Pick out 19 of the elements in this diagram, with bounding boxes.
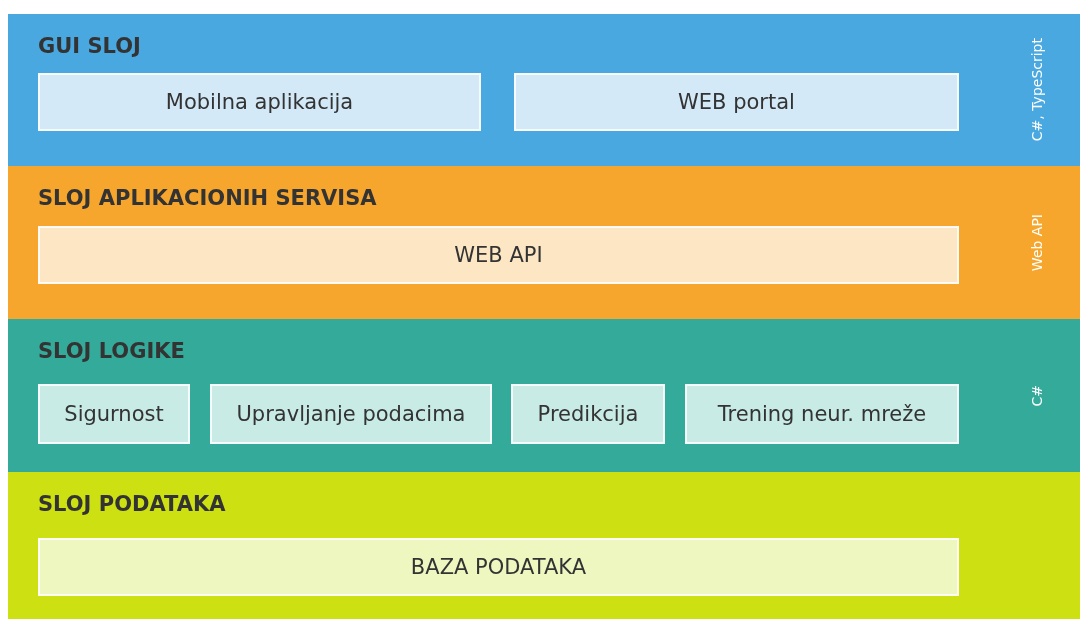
layer-band bbox=[8, 472, 1080, 619]
component-box: WEB API bbox=[38, 226, 959, 284]
component-box: WEB portal bbox=[514, 73, 959, 131]
component-box: Trening neur. mreže bbox=[685, 384, 959, 444]
layer-band bbox=[8, 14, 1080, 166]
component-box: Sigurnost bbox=[38, 384, 190, 444]
technology-label: C#, TypeScript bbox=[1029, 38, 1045, 142]
layer-title: SLOJ LOGIKE bbox=[38, 339, 185, 363]
component-box: Upravljanje podacima bbox=[210, 384, 492, 444]
component-box: Mobilna aplikacija bbox=[38, 73, 481, 131]
layer-band bbox=[8, 319, 1080, 472]
technology-label: C# bbox=[1029, 384, 1045, 407]
component-box: BAZA PODATAKA bbox=[38, 538, 959, 596]
technology-label: Web API bbox=[1029, 213, 1045, 272]
layer-title: SLOJ APLIKACIONIH SERVISA bbox=[38, 186, 377, 210]
layer-title: SLOJ PODATAKA bbox=[38, 492, 226, 516]
layer-band bbox=[8, 166, 1080, 319]
component-box: Predikcija bbox=[511, 384, 665, 444]
layer-title: GUI SLOJ bbox=[38, 34, 141, 58]
